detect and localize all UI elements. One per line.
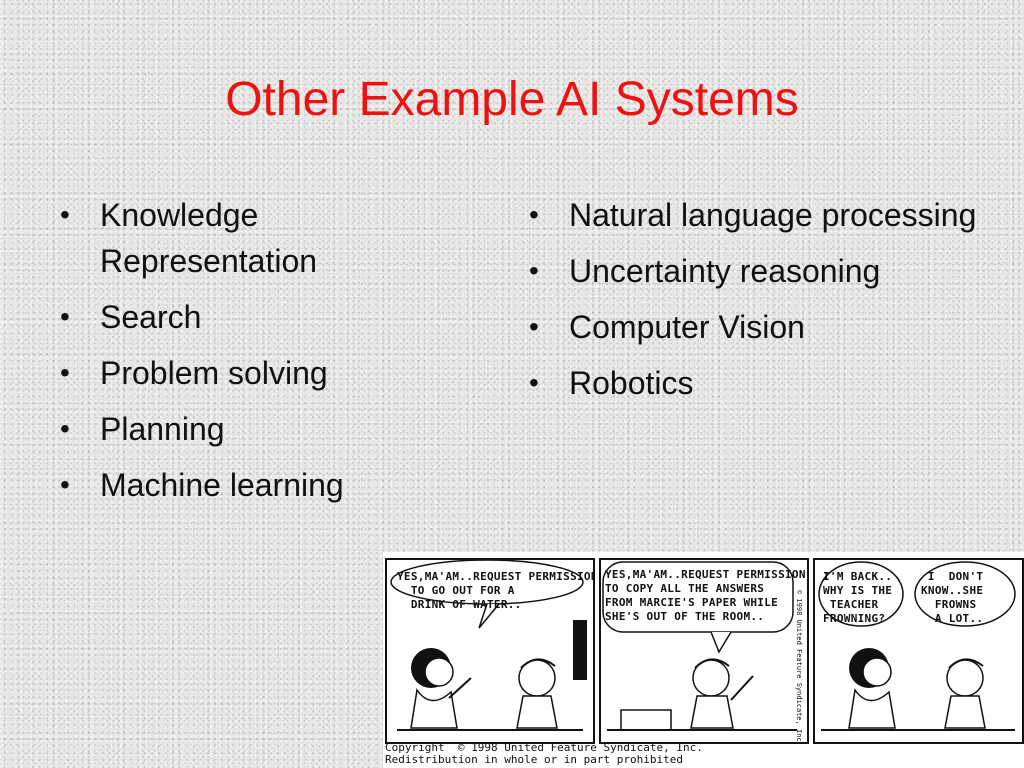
bullet-text: Natural language processing (569, 197, 977, 233)
bullet-item: • Planning (56, 406, 456, 452)
bullet-item: • Machine learning (56, 462, 456, 508)
comic-panel-2-drawing (602, 561, 797, 731)
left-bullet-list: • Knowledge Representation • Search • Probl… (56, 192, 456, 518)
bullet-icon: • (529, 367, 539, 398)
bullet-text: Uncertainty reasoning (569, 253, 881, 289)
bullet-icon: • (529, 311, 539, 342)
bullet-icon: • (60, 469, 70, 500)
bullet-item: • Robotics (525, 360, 985, 406)
comic-strip: YES,MA'AM..REQUEST PERMISSION TO GO OUT … (383, 552, 1024, 768)
bullet-icon: • (60, 413, 70, 444)
bullet-icon: • (529, 199, 539, 230)
bullet-icon: • (60, 357, 70, 388)
bullet-item: • Knowledge Representation (56, 192, 456, 284)
bullet-icon: • (60, 301, 70, 332)
bullet-text: Problem solving (100, 355, 328, 391)
bullet-icon: • (529, 255, 539, 286)
bullet-text: Machine learning (100, 467, 344, 503)
side-credit: © 1998 United Feature Syndicate, Inc. (795, 590, 803, 744)
bullet-text: Knowledge Representation (100, 197, 318, 279)
speech-bubble: I'M BACK.. WHY IS THE TEACHER FROWNING? (823, 570, 893, 625)
bullet-item: • Computer Vision (525, 304, 985, 350)
comic-panel-3: I'M BACK.. WHY IS THE TEACHER FROWNING? … (813, 558, 1024, 744)
bullet-item: • Search (56, 294, 456, 340)
bullet-icon: • (60, 199, 70, 230)
bullet-text: Search (100, 299, 202, 335)
bullet-text: Planning (100, 411, 225, 447)
bullet-item: • Problem solving (56, 350, 456, 396)
bullet-item: • Uncertainty reasoning (525, 248, 985, 294)
slide-title: Other Example AI Systems (225, 73, 799, 126)
comic-copyright: Copyright © 1998 United Feature Syndicat… (385, 741, 703, 766)
speech-bubble: YES,MA'AM..REQUEST PERMISSION TO GO OUT … (397, 570, 595, 611)
comic-panel-1-drawing (390, 560, 587, 731)
speech-bubble: I DON'T KNOW..SHE FROWNS A LOT.. (921, 570, 984, 625)
bullet-item: • Natural language processing (525, 192, 985, 238)
bullet-text: Computer Vision (569, 309, 805, 345)
speech-bubble: YES,MA'AM..REQUEST PERMISSION TO COPY AL… (605, 568, 806, 623)
bullet-text: Robotics (569, 365, 694, 401)
comic-panel-1: YES,MA'AM..REQUEST PERMISSION TO GO OUT … (385, 558, 595, 744)
comic-panel-2: YES,MA'AM..REQUEST PERMISSION TO COPY AL… (599, 558, 809, 744)
comic-panel-3-drawing (818, 561, 1016, 731)
right-bullet-list: • Natural language processing • Uncertaint… (525, 192, 985, 416)
